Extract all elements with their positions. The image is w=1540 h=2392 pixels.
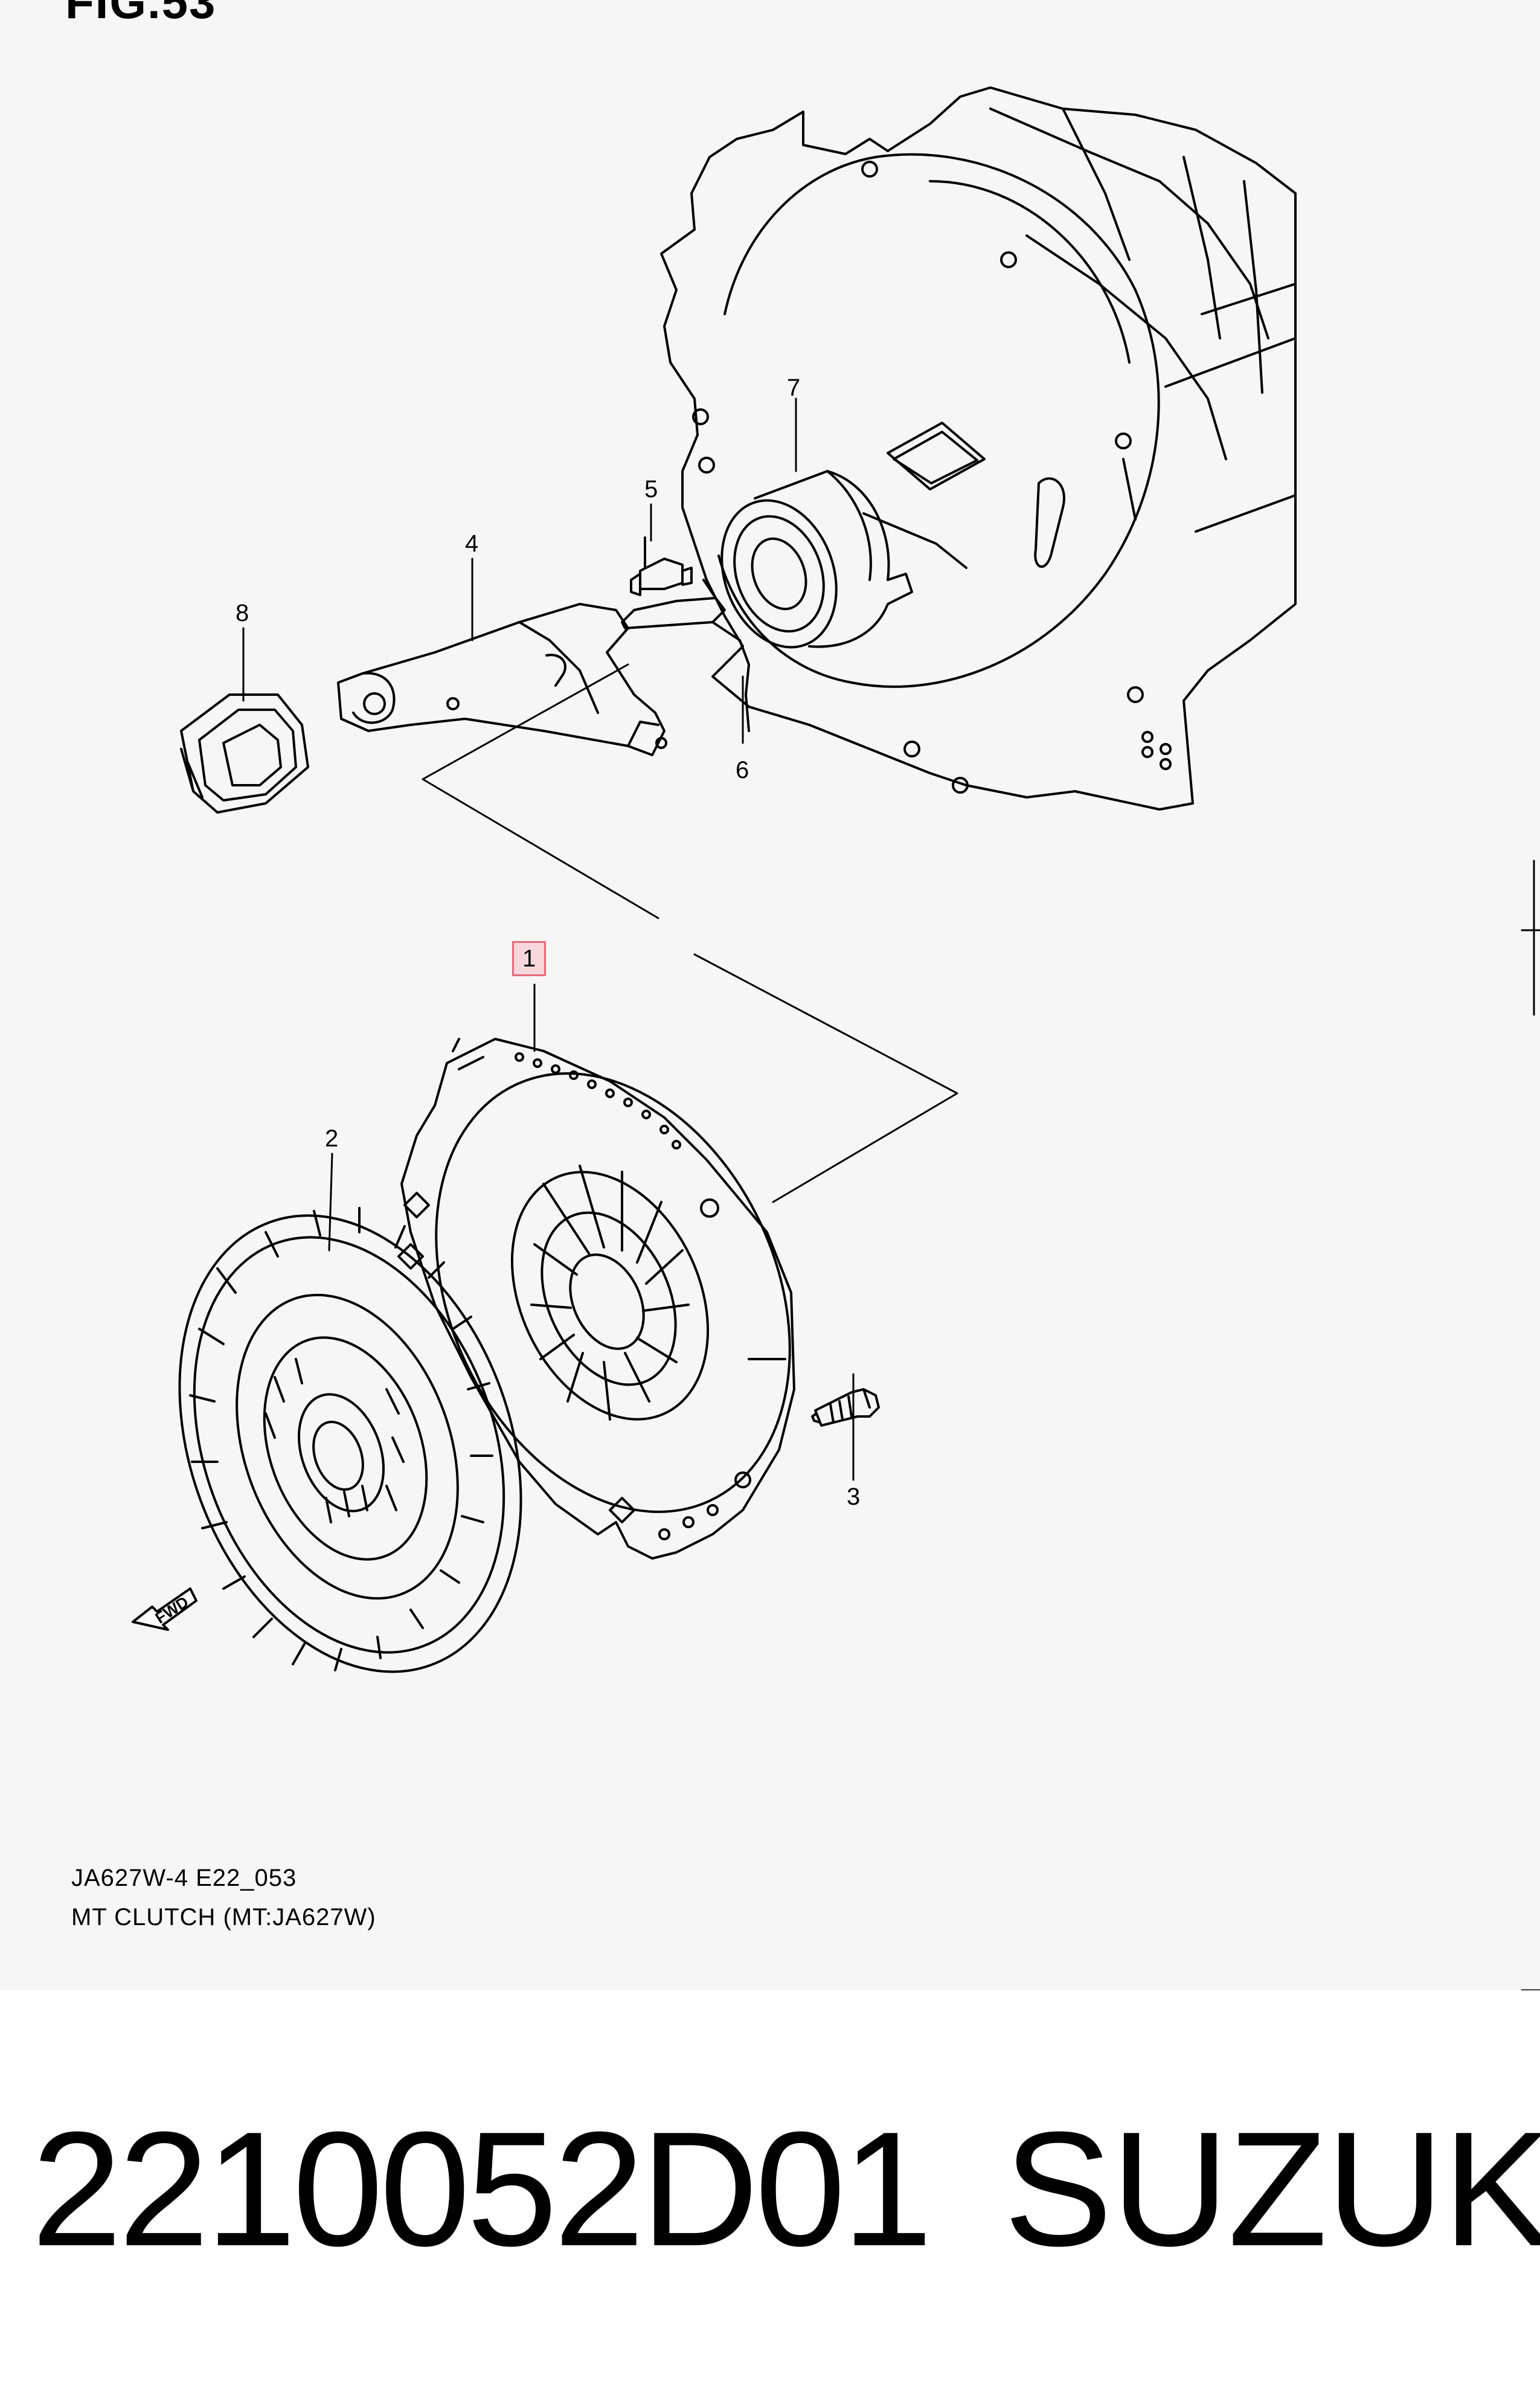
return-spring bbox=[621, 579, 750, 732]
figure-title: FIG.53 bbox=[65, 0, 217, 28]
exploded-parts-drawing: FWD bbox=[132, 86, 1540, 1990]
callout-3: 3 bbox=[847, 1484, 861, 1510]
diagram-panel: FWD FIG.53 8 4 5 7 6 1 2 3 JA627W-4 E22_… bbox=[65, 0, 1540, 1990]
brand-name: SUZUKI bbox=[1004, 2098, 1540, 2280]
callout-6: 6 bbox=[736, 757, 749, 783]
callout-2: 2 bbox=[325, 1125, 339, 1152]
callout-5: 5 bbox=[644, 476, 658, 503]
grease-fitting bbox=[630, 536, 693, 596]
dust-boot bbox=[180, 693, 309, 814]
transmission-housing bbox=[660, 86, 1297, 811]
release-bearing bbox=[720, 470, 913, 649]
clutch-disc bbox=[178, 1207, 522, 1673]
pressure-plate bbox=[397, 1038, 795, 1560]
leader-lines bbox=[242, 397, 958, 1481]
part-number: 2210052D01 bbox=[31, 2098, 932, 2280]
callout-1-highlighted[interactable]: 1 bbox=[512, 941, 547, 976]
fwd-arrow-icon: FWD bbox=[132, 1587, 197, 1631]
cover-bolt bbox=[811, 1388, 880, 1427]
callout-4: 4 bbox=[465, 530, 479, 557]
diagram-name: MT CLUTCH (MT:JA627W) bbox=[71, 1904, 376, 1931]
release-fork bbox=[337, 603, 667, 756]
callout-7: 7 bbox=[787, 375, 801, 401]
diagram-code: JA627W-4 E22_053 bbox=[71, 1865, 297, 1891]
callout-8: 8 bbox=[236, 600, 249, 626]
